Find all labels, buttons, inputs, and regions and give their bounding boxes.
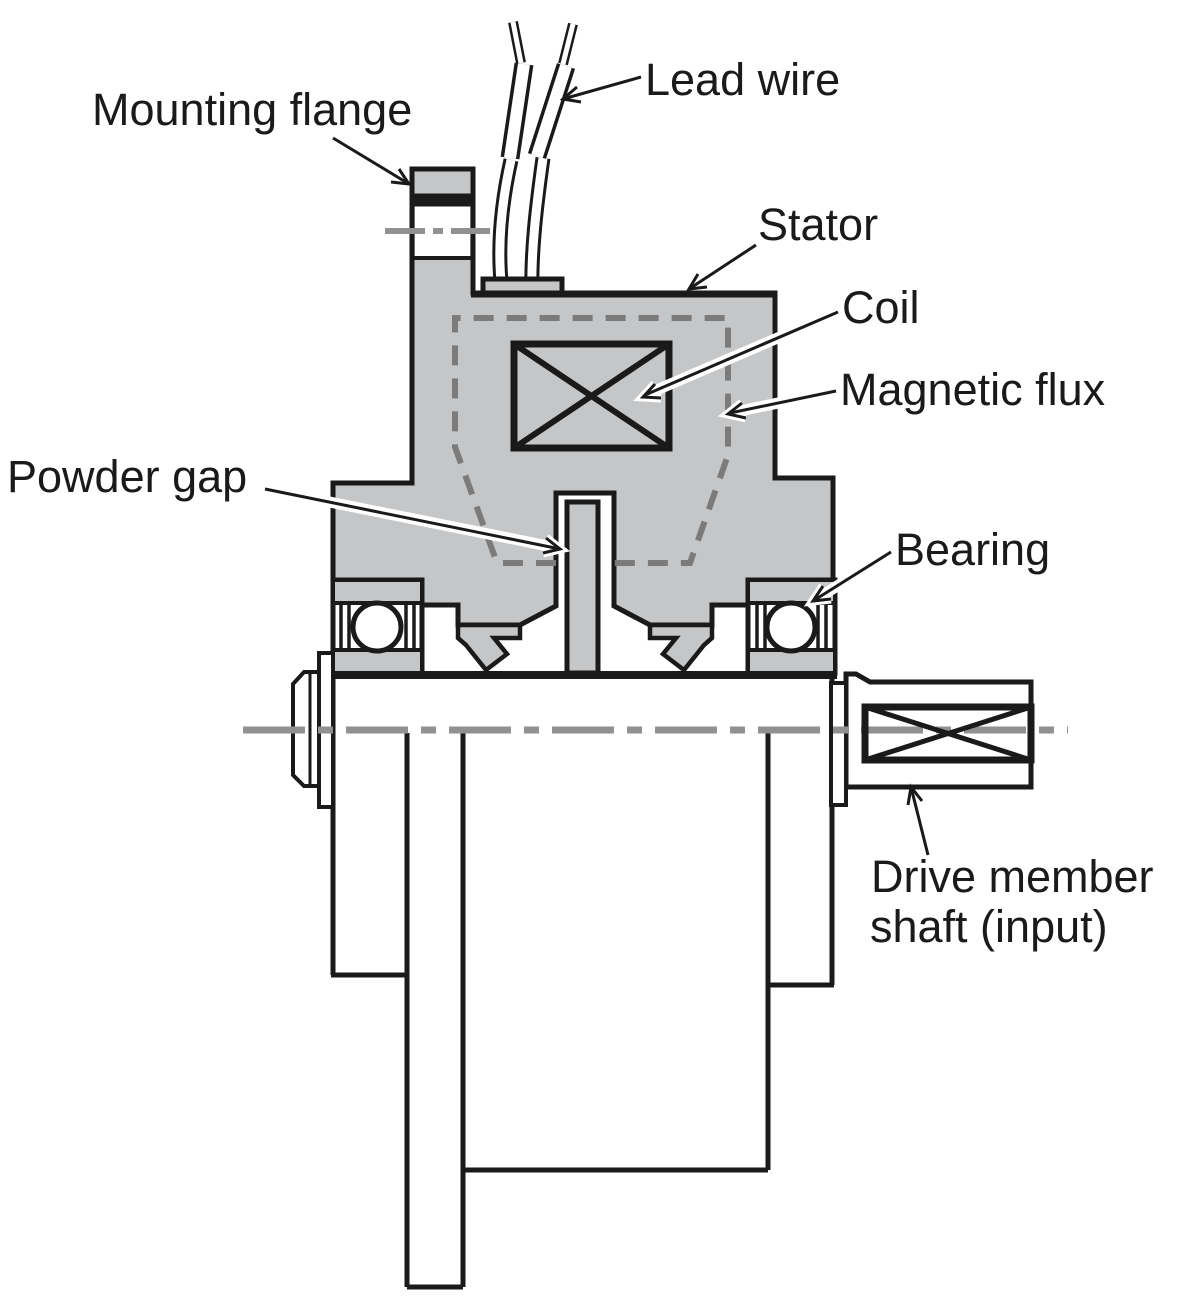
leader-coil	[633, 306, 841, 403]
keyway-symbol	[861, 703, 1035, 764]
magnetic-flux-loop	[452, 315, 731, 566]
driven-ring-left-arm	[455, 622, 523, 674]
bearing-ball-right	[764, 600, 818, 654]
wire-grommet	[480, 276, 565, 296]
leader-drive-member	[906, 783, 930, 856]
lead-wires	[492, 21, 578, 292]
leader-magnetic-flux	[717, 385, 838, 423]
driven-ring-right-arm	[647, 622, 715, 674]
leader-lead-wire	[559, 75, 642, 104]
leader-bearing	[803, 547, 894, 607]
label-stator: Stator	[758, 199, 878, 250]
bearing-ball-left	[350, 600, 404, 654]
output-drum	[330, 671, 837, 1290]
label-mounting-flange: Mounting flange	[92, 84, 412, 135]
label-bearing: Bearing	[895, 524, 1050, 575]
label-magnetic-flux: Magnetic flux	[840, 364, 1106, 415]
leader-powder-gap	[263, 483, 571, 558]
leader-stator	[686, 243, 757, 291]
rotor-web	[564, 499, 601, 676]
bearing-left	[330, 577, 425, 676]
label-drive-member-line2: shaft (input)	[870, 901, 1108, 952]
output-shaft-end	[291, 651, 335, 809]
shaft-spacer	[829, 681, 848, 807]
mounting-flange	[385, 193, 490, 260]
label-lead-wire: Lead wire	[645, 54, 840, 105]
label-drive-member-line1: Drive member	[871, 851, 1154, 902]
label-powder-gap: Powder gap	[7, 451, 247, 502]
label-coil: Coil	[842, 282, 920, 333]
leader-mounting-flange	[332, 136, 413, 186]
